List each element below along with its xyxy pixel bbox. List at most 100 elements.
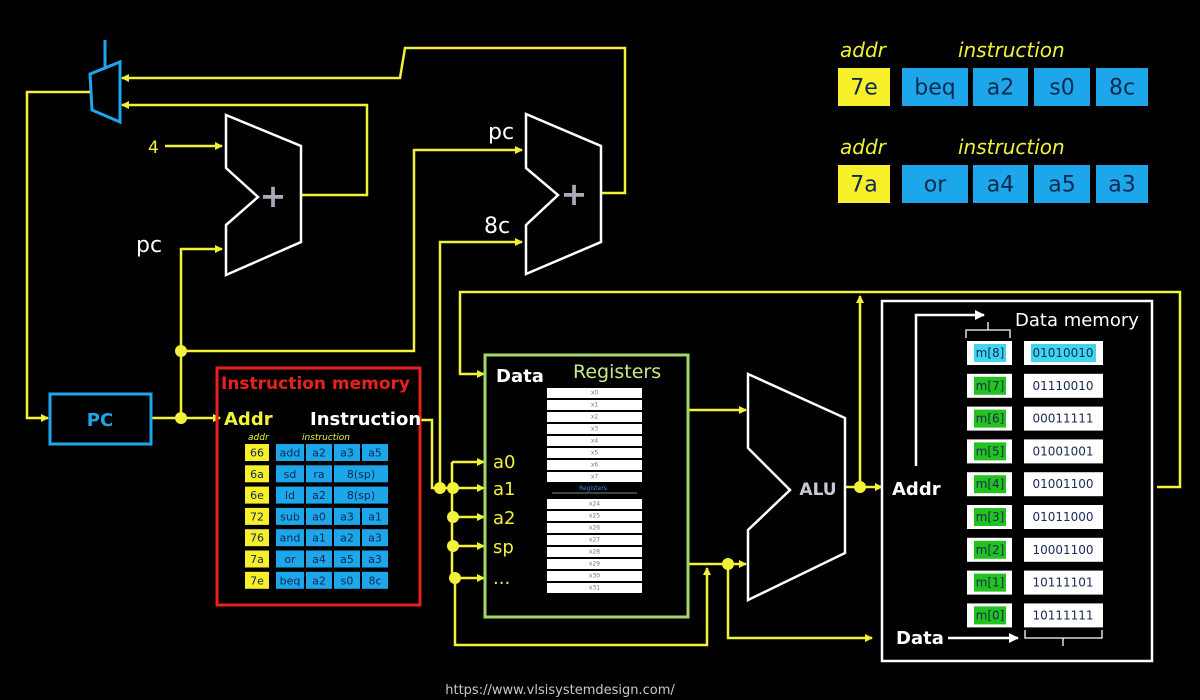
register-name: x30 xyxy=(589,573,600,580)
instr-display-field-text: 8c xyxy=(1109,76,1135,101)
plus-icon: + xyxy=(561,175,588,213)
dmem-row: m[6]00011111 xyxy=(967,406,1103,431)
imem-title: Instruction memory xyxy=(221,374,410,394)
imem-field-cell xyxy=(334,550,360,568)
instr-display-field-cell xyxy=(902,68,968,106)
dmem-data-port: Data xyxy=(896,628,944,649)
junction-dot xyxy=(447,482,459,494)
register-cell xyxy=(547,559,642,569)
junction-dot xyxy=(447,511,459,523)
imem-field-text: sd xyxy=(284,468,297,481)
imem-field-cell xyxy=(334,486,388,504)
dmem-addr-highlight xyxy=(974,573,1006,592)
dmem-row: m[5]01001001 xyxy=(967,439,1103,464)
imem-addr-cell xyxy=(245,465,269,483)
imem-field-cell xyxy=(334,571,360,589)
register-name: x5 xyxy=(591,450,599,457)
imem-field-cell xyxy=(276,444,304,461)
imem-field-text: a2 xyxy=(312,489,326,502)
register-name: x7 xyxy=(591,474,599,481)
junction-dot xyxy=(175,345,187,357)
imem-field-text: add xyxy=(280,447,301,460)
imem-field-text: a1 xyxy=(312,532,326,545)
register-cell xyxy=(547,472,642,482)
wire-mux-to-pc xyxy=(25,90,90,422)
register-cell xyxy=(547,400,642,410)
instr-display-addr-header: addr xyxy=(840,38,888,62)
imem-addr-text: 6a xyxy=(250,468,264,481)
instr-display-field-text: a3 xyxy=(1108,173,1135,198)
imem-instr-header: instruction xyxy=(302,433,350,443)
branch-adder: pc 8c + xyxy=(484,112,603,276)
imem-field-text: a2 xyxy=(312,574,326,587)
imem-field-text: 8(sp) xyxy=(347,489,375,502)
wire-pc-to-branch xyxy=(181,146,523,353)
register-cell xyxy=(547,523,642,533)
register-name: x26 xyxy=(589,525,600,532)
dmem-addr-text: m[0] xyxy=(976,608,1005,622)
dmem-addr-highlight xyxy=(974,606,1006,625)
imem-field-text: or xyxy=(284,553,296,566)
imem-field-text: ra xyxy=(313,468,324,481)
instr-display-addr-cell xyxy=(838,165,890,203)
register-cell xyxy=(547,511,642,521)
dmem-addr-bracket xyxy=(965,322,1011,338)
register-name: x29 xyxy=(589,561,600,568)
dmem-table: m[8]01010010m[7]01110010m[6]00011111m[5]… xyxy=(967,341,1103,628)
dmem-addr-text: m[4] xyxy=(976,477,1005,491)
imem-field-cell xyxy=(276,486,304,504)
junction-dot xyxy=(175,412,187,424)
instr-display-field-cell xyxy=(1034,68,1090,106)
imem-addr-header: addr xyxy=(248,433,270,443)
dmem-row: m[8]01010010 xyxy=(967,341,1103,365)
branch-input-imm: 8c xyxy=(484,214,510,239)
adder-input-four: 4 xyxy=(148,138,159,158)
imem-field-cell xyxy=(306,571,332,589)
imem-field-cell xyxy=(306,486,332,504)
dmem-value-cell xyxy=(1024,603,1103,628)
junction-dot xyxy=(447,540,459,552)
instr-display-field-cell xyxy=(1034,165,1090,203)
dmem-addr-port: Addr xyxy=(892,479,941,500)
imem-addr-cell xyxy=(245,550,269,568)
wire-branch-to-mux xyxy=(121,46,627,195)
register-name: x24 xyxy=(589,501,600,508)
dmem-value-text: 01010010 xyxy=(1032,346,1093,360)
imem-field-cell xyxy=(306,550,332,568)
wire-imm-to-alu xyxy=(453,567,711,647)
imem-addr-text: 7a xyxy=(250,553,264,566)
imem-field-cell xyxy=(306,507,332,525)
imem-field-cell xyxy=(306,465,332,483)
register-cell xyxy=(547,424,642,434)
junction-dot xyxy=(722,558,734,570)
footer-url: https://www.vlsisystemdesign.com/ xyxy=(445,683,675,698)
dmem-data-bracket xyxy=(1024,630,1103,646)
imem-field-text: a2 xyxy=(340,532,354,545)
junction-dot xyxy=(449,572,461,584)
imem-field-cell xyxy=(276,550,304,568)
instr-display-field-cell xyxy=(973,165,1028,203)
imem-addr-text: 66 xyxy=(250,447,264,460)
wire-imm-to-branch xyxy=(438,238,523,488)
imem-field-text: 8(sp) xyxy=(347,468,375,481)
branch-input-pc: pc xyxy=(488,120,514,145)
imem-field-cell xyxy=(362,550,388,568)
imem-field-cell xyxy=(362,571,388,589)
imem-field-cell xyxy=(276,507,304,525)
dmem-row: m[1]10111101 xyxy=(967,570,1103,595)
imem-field-text: a3 xyxy=(368,532,382,545)
imem-addr-text: 7e xyxy=(250,574,264,587)
dmem-addr-text: m[3] xyxy=(976,510,1005,524)
regfile-separator-label: Registers xyxy=(579,485,607,492)
pc-plus-four-adder: 4 pc + xyxy=(136,113,303,277)
dmem-value-text: 10111101 xyxy=(1032,576,1093,590)
instr-display-addr-text: 7e xyxy=(850,76,878,101)
